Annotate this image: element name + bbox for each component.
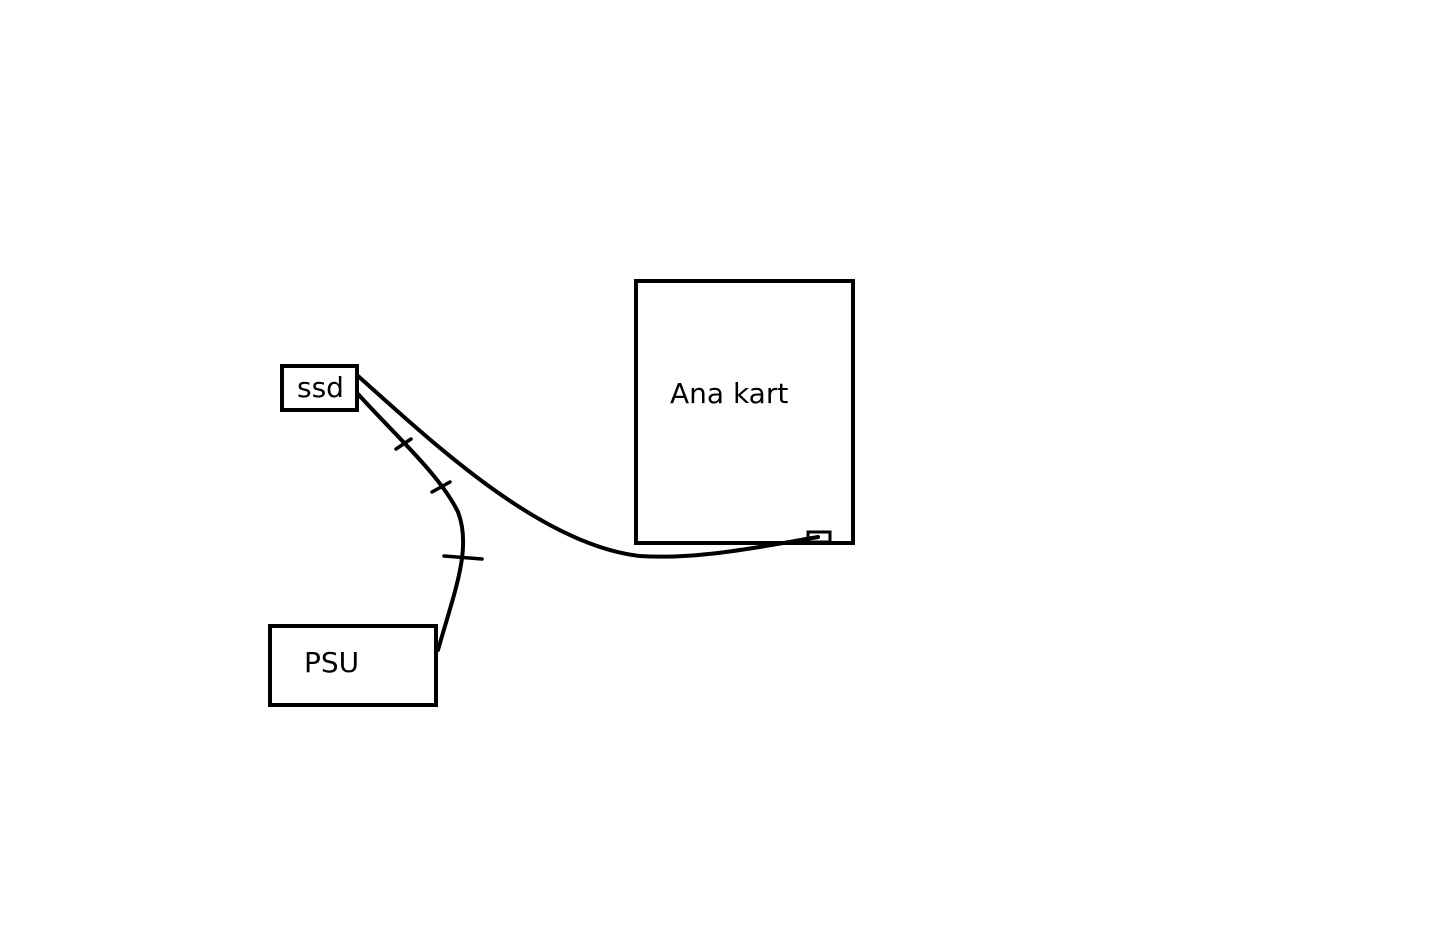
motherboard-label: Ana kart bbox=[670, 377, 788, 410]
psu-label: PSU bbox=[304, 646, 359, 679]
ssd-node: ssd bbox=[280, 364, 359, 412]
motherboard-box bbox=[634, 279, 855, 545]
ssd-box bbox=[280, 364, 359, 412]
data-cable bbox=[356, 374, 820, 559]
power-cable-tick-mark bbox=[394, 437, 413, 451]
power-cable bbox=[356, 392, 466, 652]
ssd-label: ssd bbox=[297, 371, 344, 404]
psu-node: PSU bbox=[268, 624, 438, 707]
power-cable-tick-mark bbox=[430, 480, 452, 494]
motherboard-node: Ana kart bbox=[634, 279, 855, 545]
psu-box bbox=[268, 624, 438, 707]
power-cable-tick-mark bbox=[442, 554, 484, 561]
